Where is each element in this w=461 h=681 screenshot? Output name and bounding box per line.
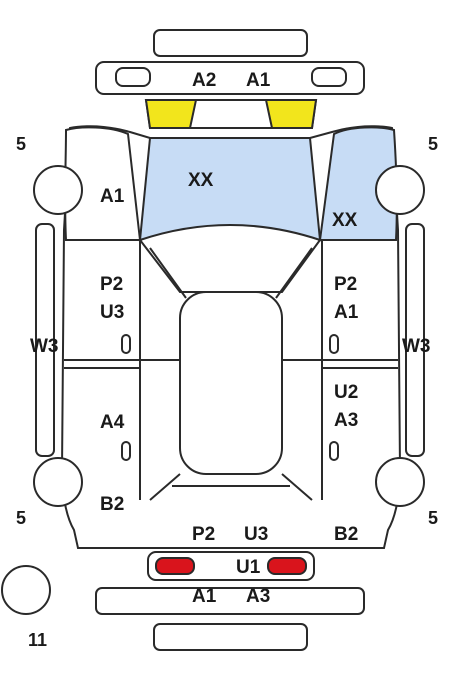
right-headlight	[311, 67, 347, 87]
a-pillar-inner	[149, 247, 313, 299]
wheel-rear-left	[33, 457, 83, 507]
windshield	[138, 137, 322, 242]
label-left-sill: W3	[30, 336, 59, 357]
label-tire-front-right: 5	[428, 134, 438, 154]
spare-tire	[1, 565, 51, 615]
label-front-left-glass: A2	[192, 70, 216, 91]
wheel-front-left	[33, 165, 83, 215]
yellow-marker-right	[264, 99, 318, 129]
label-right-front-door-p: P2	[334, 274, 357, 295]
label-rear-p: P2	[192, 524, 215, 545]
right-sill	[405, 223, 425, 457]
c-pillar-lines	[149, 473, 313, 501]
wheel-rear-right	[375, 457, 425, 507]
roof	[179, 291, 283, 475]
red-marker-right	[267, 557, 307, 575]
label-right-sill: W3	[402, 336, 431, 357]
right-rear-door-handle	[329, 441, 339, 461]
label-right-fender-glass: XX	[332, 210, 358, 231]
label-left-quarter: B2	[100, 494, 124, 515]
label-right-rear-door-u: U2	[334, 382, 358, 403]
front-bumper-top	[153, 29, 308, 57]
left-front-fender	[64, 126, 142, 241]
front-bumper	[95, 61, 365, 95]
label-left-front-door-u: U3	[100, 302, 124, 323]
red-marker-left	[155, 557, 195, 575]
wheel-front-right	[375, 165, 425, 215]
label-rear-u3: U3	[244, 524, 268, 545]
yellow-marker-left	[144, 99, 198, 129]
label-left-front-door-p: P2	[100, 274, 123, 295]
label-right-front-door-a: A1	[334, 302, 359, 323]
label-front-right-glass: A1	[246, 70, 271, 91]
label-windshield: XX	[188, 170, 214, 191]
label-right-rear-door-a: A3	[334, 410, 358, 431]
left-rear-door-handle	[121, 441, 131, 461]
label-rear-bumper-right: A3	[246, 586, 270, 607]
label-left-front-fender: A1	[100, 186, 125, 207]
left-sill	[35, 223, 55, 457]
right-front-door-handle	[329, 334, 339, 354]
label-rear-bumper-left: A1	[192, 586, 217, 607]
left-headlight	[115, 67, 151, 87]
label-right-quarter: B2	[334, 524, 358, 545]
rear-bumper	[95, 587, 365, 615]
rear-bumper-bottom	[153, 623, 308, 651]
label-tire-front-left: 5	[16, 134, 26, 154]
label-tire-rear-left: 5	[16, 508, 26, 528]
label-spare-tire: 11	[28, 630, 47, 650]
right-front-fender-glass	[318, 126, 398, 241]
left-front-door-handle	[121, 334, 131, 354]
label-rear-u1: U1	[236, 557, 261, 578]
label-left-rear-door: A4	[100, 412, 125, 433]
label-tire-rear-right: 5	[428, 508, 438, 528]
